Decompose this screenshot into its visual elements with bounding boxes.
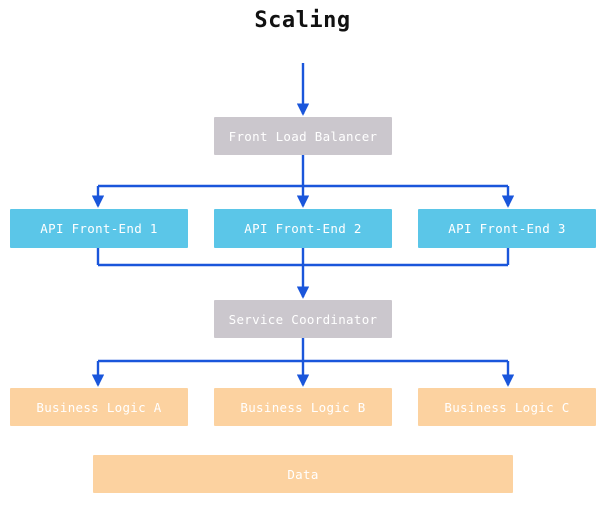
node-data[interactable]: Data bbox=[93, 455, 513, 493]
node-front-load-balancer[interactable]: Front Load Balancer bbox=[214, 117, 392, 155]
diagram-title: Scaling bbox=[254, 8, 351, 33]
node-label: API Front-End 2 bbox=[244, 221, 362, 236]
node-label: API Front-End 3 bbox=[448, 221, 566, 236]
node-label: Business Logic C bbox=[444, 399, 570, 415]
node-label: Business Logic A bbox=[36, 399, 162, 415]
node-label: Front Load Balancer bbox=[228, 128, 378, 144]
edge-load-balancer-bus bbox=[98, 155, 508, 188]
node-api-front-end-3[interactable]: API Front-End 3 bbox=[418, 209, 596, 248]
node-business-logic-c[interactable]: Business Logic C bbox=[418, 388, 596, 426]
node-api-front-end-2[interactable]: API Front-End 2 bbox=[214, 209, 392, 248]
node-label: API Front-End 1 bbox=[40, 221, 158, 236]
node-business-logic-a[interactable]: Business Logic A bbox=[10, 388, 188, 426]
node-label: Business Logic B bbox=[240, 399, 366, 415]
edge-api-merge-bus bbox=[96, 248, 510, 267]
edge-coordinator-bus bbox=[98, 338, 508, 363]
node-business-logic-b[interactable]: Business Logic B bbox=[214, 388, 392, 426]
node-service-coordinator[interactable]: Service Coordinator bbox=[214, 300, 392, 338]
node-label: Data bbox=[287, 466, 319, 482]
node-label: Service Coordinator bbox=[228, 311, 378, 327]
node-api-front-end-1[interactable]: API Front-End 1 bbox=[10, 209, 188, 248]
